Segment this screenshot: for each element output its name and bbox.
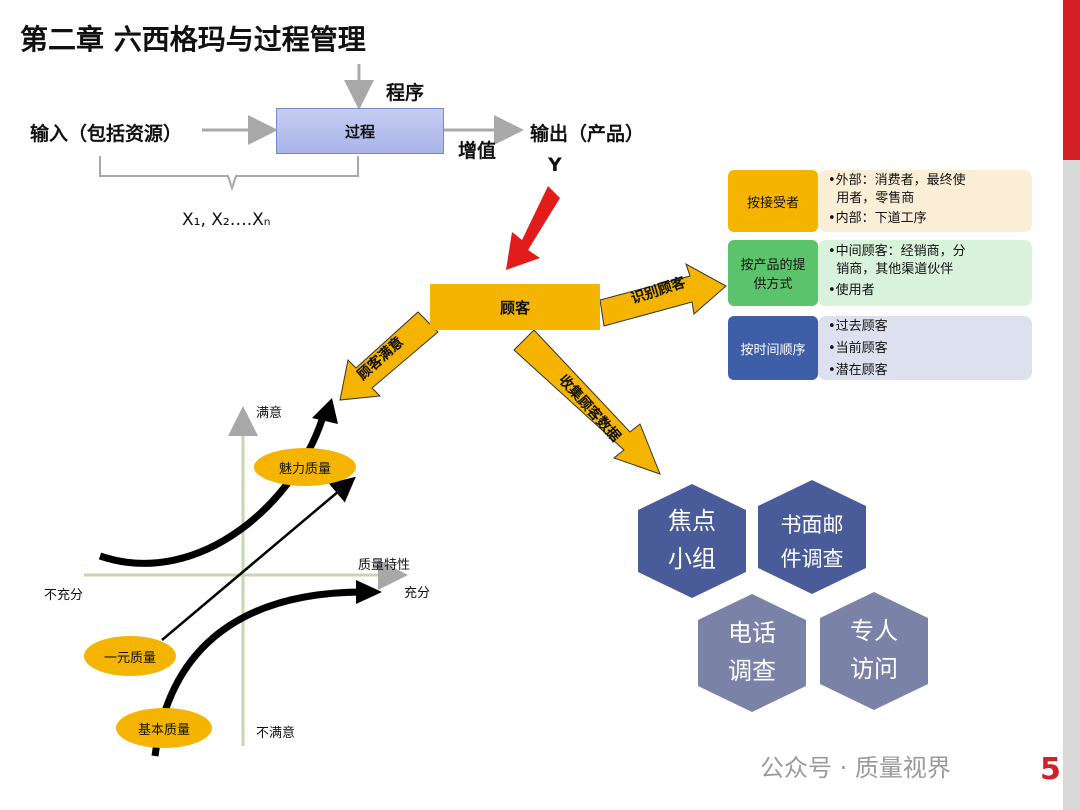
method-phone-survey: 电话 调查: [698, 614, 806, 690]
hex-interview: [820, 592, 928, 710]
method-interview: 专人 访问: [820, 612, 928, 688]
category-time-item: •当前顾客: [828, 341, 888, 356]
output-label: 输出（产品）: [530, 123, 645, 145]
method-phone-survey-line: 调查: [728, 657, 776, 685]
value-added-label: 增值: [458, 140, 497, 162]
one-dimensional-quality-badge: 一元质量: [84, 636, 176, 676]
category-delivery-item: 销商，其他渠道伙伴: [828, 262, 954, 277]
category-receiver-item: •内部：下道工序: [828, 211, 927, 226]
category-receiver-item: 用者，零售商: [828, 191, 915, 206]
category-receiver-label: 按接受者: [728, 170, 818, 232]
attractive-curve: [98, 409, 329, 567]
hex-focus-group: [638, 484, 746, 598]
method-mail-survey-line: 件调查: [780, 547, 844, 571]
page-title: 第二章 六西格玛与过程管理: [20, 23, 366, 56]
category-time-label: 按时间顺序: [728, 316, 818, 380]
category-delivery-label: 按产品的提供方式: [728, 240, 818, 306]
method-focus-group-line: 焦点: [668, 507, 716, 535]
procedure-label: 程序: [386, 82, 425, 104]
category-delivery-item: •使用者: [828, 283, 875, 298]
kano-sufficient-label: 充分: [404, 586, 431, 601]
basic-quality-badge: 基本质量: [116, 708, 212, 748]
method-interview-line: 专人: [850, 617, 898, 645]
satisfy-arrow: [339, 311, 439, 401]
side-bar: [1063, 160, 1080, 810]
attractive-quality-badge: 魅力质量: [254, 448, 356, 486]
method-phone-survey-line: 电话: [728, 619, 776, 647]
process-box: 过程: [276, 108, 444, 154]
page-number: 5: [1040, 752, 1061, 787]
red-arrow: [506, 186, 560, 270]
method-mail-survey-line: 书面邮: [780, 513, 844, 537]
y-label: Y: [548, 154, 562, 176]
kano-unsatisfied-label: 不满意: [256, 726, 296, 741]
method-focus-group: 焦点 小组: [638, 502, 746, 578]
category-time-item: •过去顾客: [828, 319, 888, 334]
kano-insufficient-label: 不充分: [44, 588, 84, 603]
basic-curve-head: [356, 580, 382, 604]
x-vars-label: X₁, X₂….Xₙ: [182, 210, 271, 230]
one-dimensional-line: [161, 476, 356, 641]
category-delivery-item: •中间顾客：经销商，分: [828, 244, 966, 259]
category-time-body: •过去顾客 •当前顾客 •潜在顾客: [818, 316, 1032, 380]
customer-label: 顾客: [499, 298, 530, 317]
method-interview-line: 访问: [850, 655, 898, 683]
input-label: 输入（包括资源）: [30, 123, 183, 145]
customer-box: 顾客: [430, 284, 600, 330]
x-brace: [99, 156, 359, 192]
category-time-item: •潜在顾客: [828, 363, 888, 378]
kano-x-title: 质量特性: [358, 558, 411, 573]
collect-arrow: [513, 329, 661, 475]
hex-mail-survey: [758, 480, 866, 594]
attractive-curve-head: [312, 398, 338, 424]
accent-bar: [1063, 0, 1080, 160]
category-receiver-body: •外部：消费者，最终使 用者，零售商 •内部：下道工序: [818, 170, 1032, 232]
watermark: 公众号 · 质量视界: [760, 754, 951, 782]
category-delivery-body: •中间顾客：经销商，分 销商，其他渠道伙伴 •使用者: [818, 240, 1032, 306]
method-focus-group-line: 小组: [668, 545, 716, 573]
kano-satisfied-label: 满意: [256, 406, 283, 421]
hex-phone-survey: [698, 594, 806, 712]
category-receiver-item: •外部：消费者，最终使: [828, 173, 966, 188]
identify-arrow: [599, 262, 727, 327]
method-mail-survey: 书面邮 件调查: [758, 508, 866, 576]
process-label: 过程: [344, 122, 375, 141]
